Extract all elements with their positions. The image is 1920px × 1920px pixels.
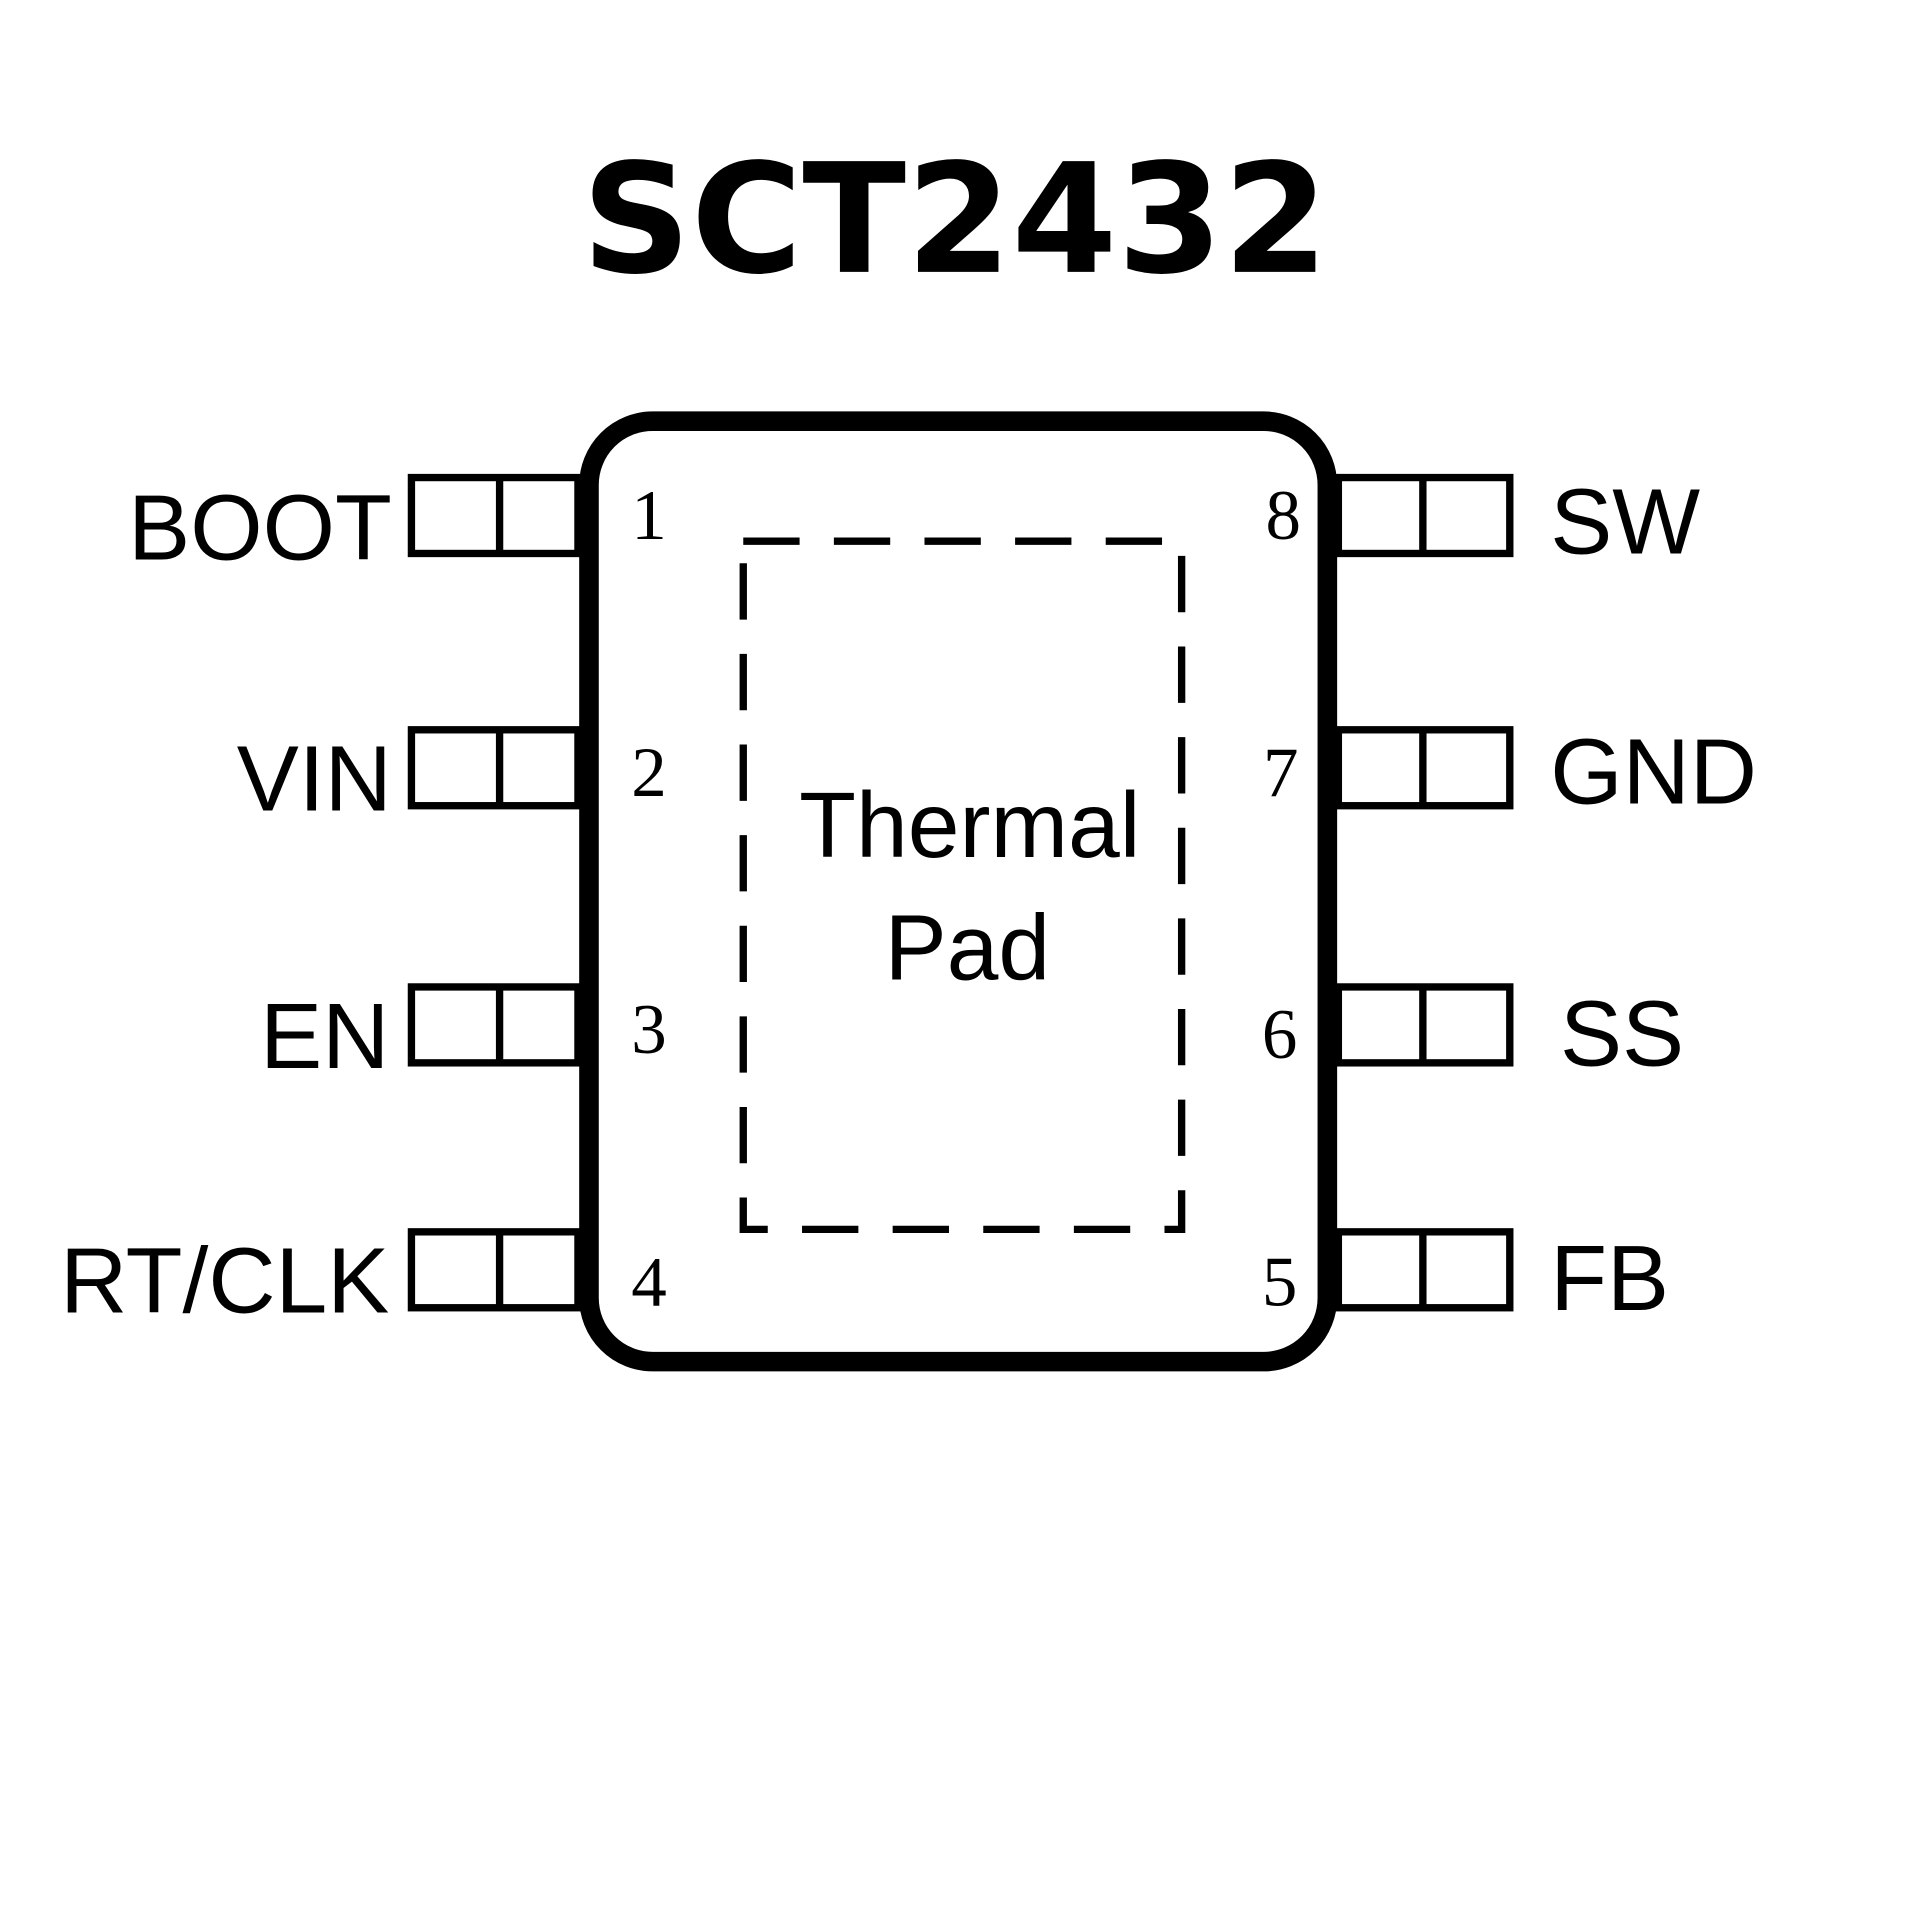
pin-name-5: FB — [1550, 1226, 1669, 1330]
pin-number-2: 2 — [631, 734, 667, 812]
pin-name-3: EN — [260, 984, 389, 1088]
pin-name-1: BOOT — [128, 476, 392, 580]
pin-4 — [407, 1228, 582, 1312]
pin-7 — [1334, 726, 1514, 810]
pin-2 — [407, 726, 582, 810]
chip-title: SCT2432 — [582, 131, 1329, 308]
pin-name-7: GND — [1550, 719, 1757, 823]
pin-name-6: SS — [1560, 981, 1684, 1085]
pin-name-2: VIN — [237, 727, 392, 831]
pin-1 — [407, 473, 582, 558]
pin-8 — [1334, 473, 1514, 558]
pin-5 — [1334, 1228, 1514, 1312]
pin-number-6: 6 — [1262, 996, 1298, 1074]
thermal-pad-outline — [739, 537, 1186, 1234]
pin-number-3: 3 — [631, 991, 667, 1069]
thermal-pad-label-line1: Thermal — [799, 773, 1140, 877]
package-body — [579, 411, 1338, 1372]
pin-number-8: 8 — [1266, 477, 1302, 555]
thermal-pad-label-line2: Pad — [885, 896, 1051, 1000]
pin-3 — [407, 983, 582, 1067]
pin-6 — [1334, 983, 1514, 1067]
pin-number-5: 5 — [1262, 1243, 1298, 1321]
pin-name-4: RT/CLK — [60, 1229, 389, 1333]
pin-name-8: SW — [1550, 469, 1700, 573]
pin-number-4: 4 — [631, 1243, 667, 1321]
pin-number-7: 7 — [1263, 734, 1299, 812]
pin-number-1: 1 — [631, 477, 667, 555]
